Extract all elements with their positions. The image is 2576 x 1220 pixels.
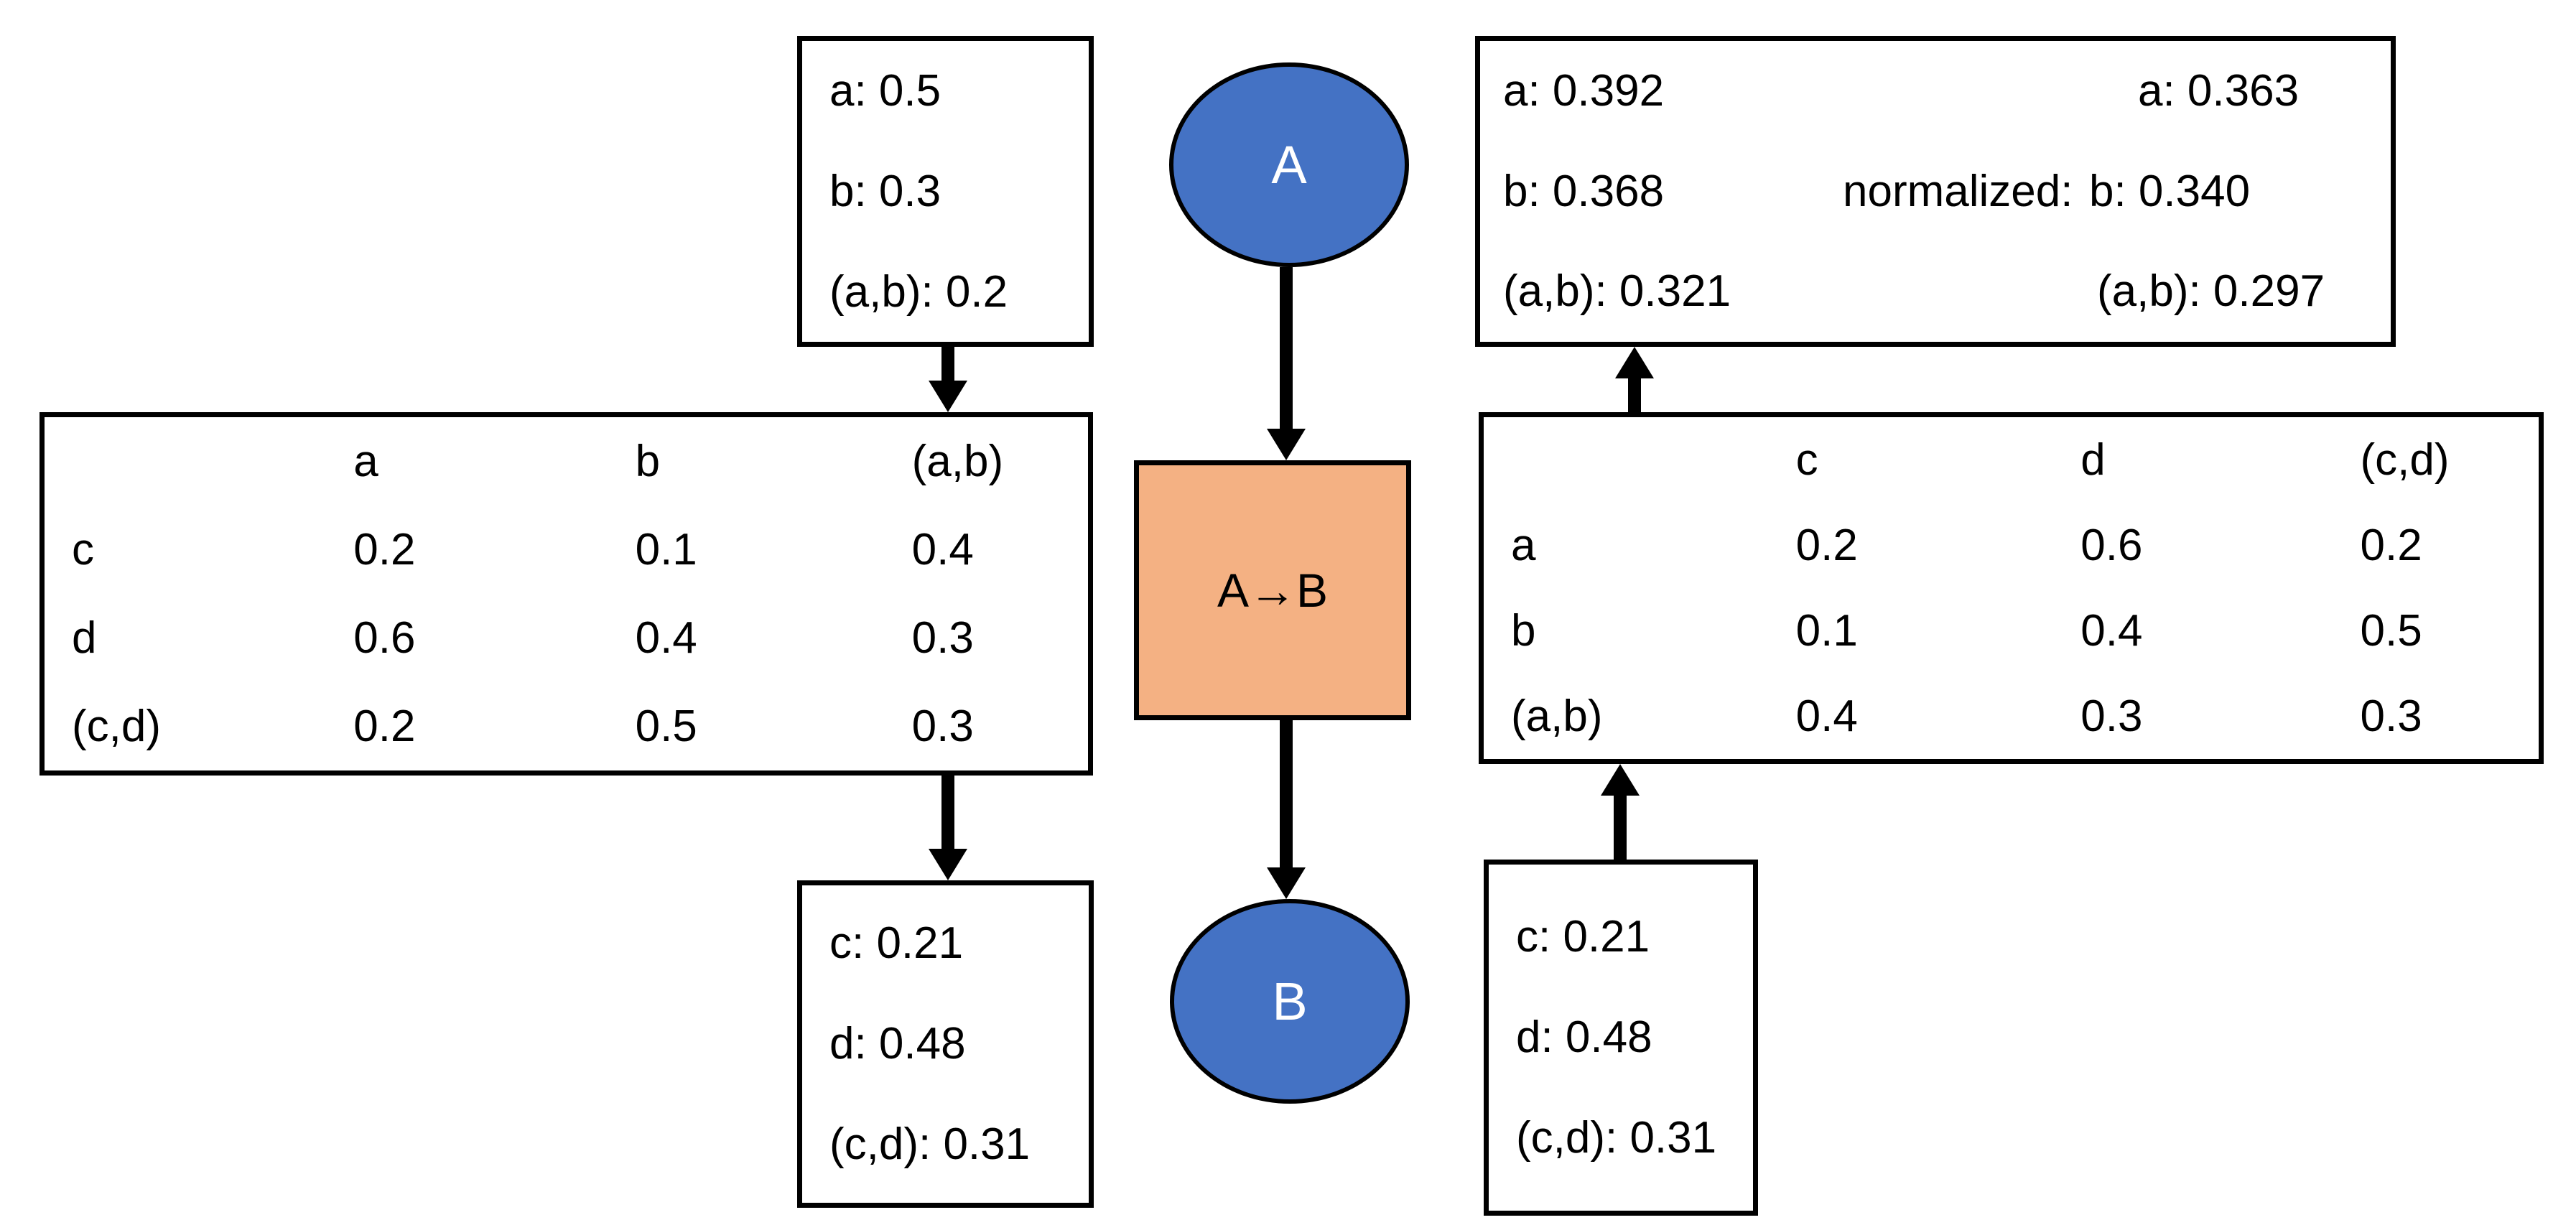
arrow-prior-box-to-left-table-icon <box>929 347 967 412</box>
posterior-row: b: 0.368 normalized: b: 0.340 <box>1480 141 2391 242</box>
table-cell: 0.2 <box>353 702 416 751</box>
arrow-shaft <box>941 776 954 855</box>
raw-value: a: 0.392 <box>1503 66 1665 116</box>
posterior-row: (a,b): 0.321 (a,b): 0.297 <box>1480 241 2391 342</box>
table-cell: 0.2 <box>353 525 416 574</box>
arrow-shaft <box>1280 267 1293 434</box>
factor-label: A→B <box>1217 564 1329 617</box>
table-cell: 0.5 <box>2360 606 2422 656</box>
raw-value: b: 0.368 <box>1503 166 1665 216</box>
posterior-row: a: 0.392 a: 0.363 <box>1480 41 2391 141</box>
table-cell: 0.6 <box>2080 521 2143 570</box>
node-a-label: A <box>1271 135 1307 195</box>
table-cell: 0.1 <box>635 525 697 574</box>
normalized-value: b: 0.340 <box>2089 166 2251 216</box>
arrow-factor-to-node-b-icon <box>1267 720 1306 899</box>
table-cell: 0.2 <box>1795 521 1858 570</box>
arrow-bottom-box-to-right-table-icon <box>1601 764 1640 860</box>
message-box-a-posterior: a: 0.392 a: 0.363 b: 0.368 normalized: b… <box>1475 36 2396 347</box>
factor-a-to-b: A→B <box>1134 460 1411 720</box>
row-label: d <box>72 613 97 663</box>
table-cell: 0.3 <box>911 613 974 663</box>
arrow-shaft <box>1628 373 1641 412</box>
message-line: c: 0.21 <box>1516 912 1650 961</box>
table-header <box>1484 417 1769 503</box>
conditional-table-left: a b (a,b) c 0.2 0.1 0.4 d 0.6 0.4 0.3 (c… <box>39 412 1093 776</box>
table-cell: 0.2 <box>2360 521 2422 570</box>
message-box-b-left: c: 0.21 d: 0.48 (c,d): 0.31 <box>797 880 1094 1208</box>
row-label: c <box>72 525 94 574</box>
arrow-head <box>1267 867 1306 899</box>
message-line: d: 0.48 <box>1516 1012 1652 1062</box>
table-cell: 0.6 <box>353 613 416 663</box>
table-header: (c,d) <box>2360 435 2450 485</box>
arrow-head <box>929 849 967 880</box>
normalized-value: a: 0.363 <box>2138 66 2300 116</box>
table-cell: 0.4 <box>911 525 974 574</box>
row-label: (a,b) <box>1511 692 1603 741</box>
normalized-label: normalized: <box>1843 166 2073 216</box>
row-label: (c,d) <box>72 702 161 751</box>
message-line: b: 0.3 <box>829 166 941 216</box>
arrow-shaft <box>1280 720 1293 873</box>
table-header: d <box>2080 435 2106 485</box>
message-line: a: 0.5 <box>829 65 941 116</box>
table-cell: 0.3 <box>911 702 974 751</box>
arrow-shaft <box>1614 790 1627 860</box>
raw-value: (a,b): 0.321 <box>1503 266 1731 317</box>
table-header: b <box>635 437 661 486</box>
table-header: (a,b) <box>911 437 1004 486</box>
normalized-value: (a,b): 0.297 <box>2097 266 2325 317</box>
table-header: a <box>353 437 378 486</box>
table-header: c <box>1795 435 1818 485</box>
arrow-head <box>1601 764 1640 796</box>
arrow-head <box>1267 429 1306 460</box>
arrow-right-table-to-posterior-box-icon <box>1615 347 1654 412</box>
node-a: A <box>1169 62 1409 267</box>
message-line: (a,b): 0.2 <box>829 266 1008 317</box>
arrow-head <box>1615 347 1654 378</box>
table-header <box>45 417 326 506</box>
message-box-b-right: c: 0.21 d: 0.48 (c,d): 0.31 <box>1484 860 1758 1216</box>
row-label: b <box>1511 606 1536 656</box>
conditional-table-right: c d (c,d) a 0.2 0.6 0.2 b 0.1 0.4 0.5 (a… <box>1479 412 2544 764</box>
table-cell: 0.3 <box>2360 692 2422 741</box>
arrow-shaft <box>941 347 954 386</box>
table-cell: 0.1 <box>1795 606 1858 656</box>
table-cell: 0.4 <box>2080 606 2143 656</box>
message-line: (c,d): 0.31 <box>1516 1113 1717 1163</box>
table-cell: 0.5 <box>635 702 697 751</box>
message-line: c: 0.21 <box>829 918 964 968</box>
node-b: B <box>1170 899 1410 1104</box>
arrow-node-a-to-factor-icon <box>1267 267 1306 460</box>
node-b-label: B <box>1272 972 1308 1031</box>
row-label: a <box>1511 521 1536 570</box>
arrow-head <box>929 381 967 412</box>
message-line: (c,d): 0.31 <box>829 1119 1031 1169</box>
table-cell: 0.4 <box>1795 692 1858 741</box>
arrow-left-table-to-bottom-box-icon <box>929 776 967 880</box>
message-line: d: 0.48 <box>829 1019 966 1068</box>
table-cell: 0.3 <box>2080 692 2143 741</box>
table-cell: 0.4 <box>635 613 697 663</box>
message-box-a-prior: a: 0.5 b: 0.3 (a,b): 0.2 <box>797 36 1094 347</box>
